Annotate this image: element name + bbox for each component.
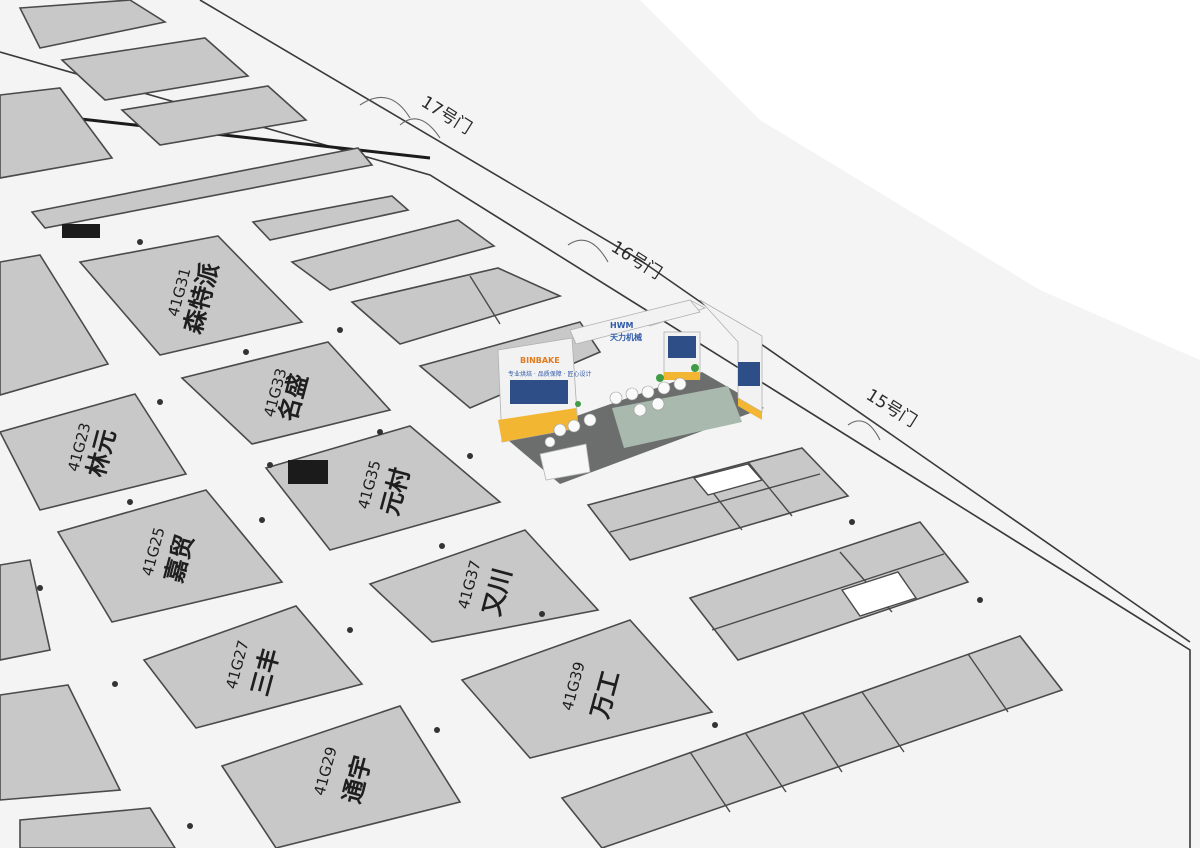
booth-strip-3[interactable]: [290, 219, 496, 291]
plant: [656, 374, 664, 382]
stand-brand-label: BINBAKE: [520, 356, 560, 365]
booth-left-1[interactable]: [0, 254, 110, 396]
stand-slogan: 专业烘焙 · 品质保障 · 匠心设计: [508, 370, 591, 378]
booth-left-3[interactable]: [0, 684, 122, 801]
exhibitor-stand[interactable]: BINBAKE 专业烘焙 · 品质保障 · 匠心设计 HWM 天力机械: [497, 299, 764, 484]
booth-41G25[interactable]: 41G25 嘉贸: [56, 489, 284, 623]
door-gate-15[interactable]: [847, 420, 881, 441]
booth-strip-long[interactable]: [30, 147, 374, 229]
stand-screen-right: [738, 362, 760, 386]
booth-far-3[interactable]: [120, 85, 308, 146]
reception-counter: [539, 443, 591, 481]
booth-left-2[interactable]: [0, 559, 51, 661]
hall-wall-outer: [199, 0, 1191, 643]
hall-exterior: [640, 0, 1200, 360]
pillar-marker: [62, 224, 100, 238]
booth-41G29[interactable]: 41G29 通宇: [220, 705, 462, 848]
door-gate-16[interactable]: [567, 239, 609, 263]
pillar-marker: [288, 460, 328, 484]
stand-header-text: 天力机械: [610, 332, 642, 342]
booth-block-cluster-1[interactable]: [350, 267, 563, 345]
booth-41G23[interactable]: 41G23 林元: [0, 393, 188, 511]
booth-41G33[interactable]: 41G33 名盛: [180, 341, 392, 445]
booth-41G39[interactable]: 41G39 万工: [460, 619, 714, 759]
booth-cluster-b[interactable]: [688, 521, 970, 661]
stand-banner: [510, 380, 568, 404]
plant: [691, 364, 699, 372]
column-posts: [37, 239, 983, 829]
booth-left-4[interactable]: [19, 807, 176, 848]
stand-header-logo: HWM: [610, 321, 634, 330]
booth-far-2[interactable]: [60, 37, 250, 101]
booth-far-4[interactable]: [0, 87, 114, 179]
booth-far-1[interactable]: [18, 0, 168, 49]
door-gate-17[interactable]: [359, 97, 441, 139]
stand-screen-center: [668, 336, 696, 358]
booth-41G27[interactable]: 41G27 三丰: [142, 605, 364, 729]
stand-chairs: [544, 377, 687, 448]
booth-41G35[interactable]: 41G35 元村: [264, 425, 502, 551]
booth-cluster-c[interactable]: [560, 635, 1064, 848]
plant: [575, 401, 581, 407]
booth-strip-2[interactable]: [251, 195, 410, 241]
booth-41G31[interactable]: 41G31 森特派: [78, 235, 304, 356]
booth-cluster-a[interactable]: [586, 447, 850, 561]
